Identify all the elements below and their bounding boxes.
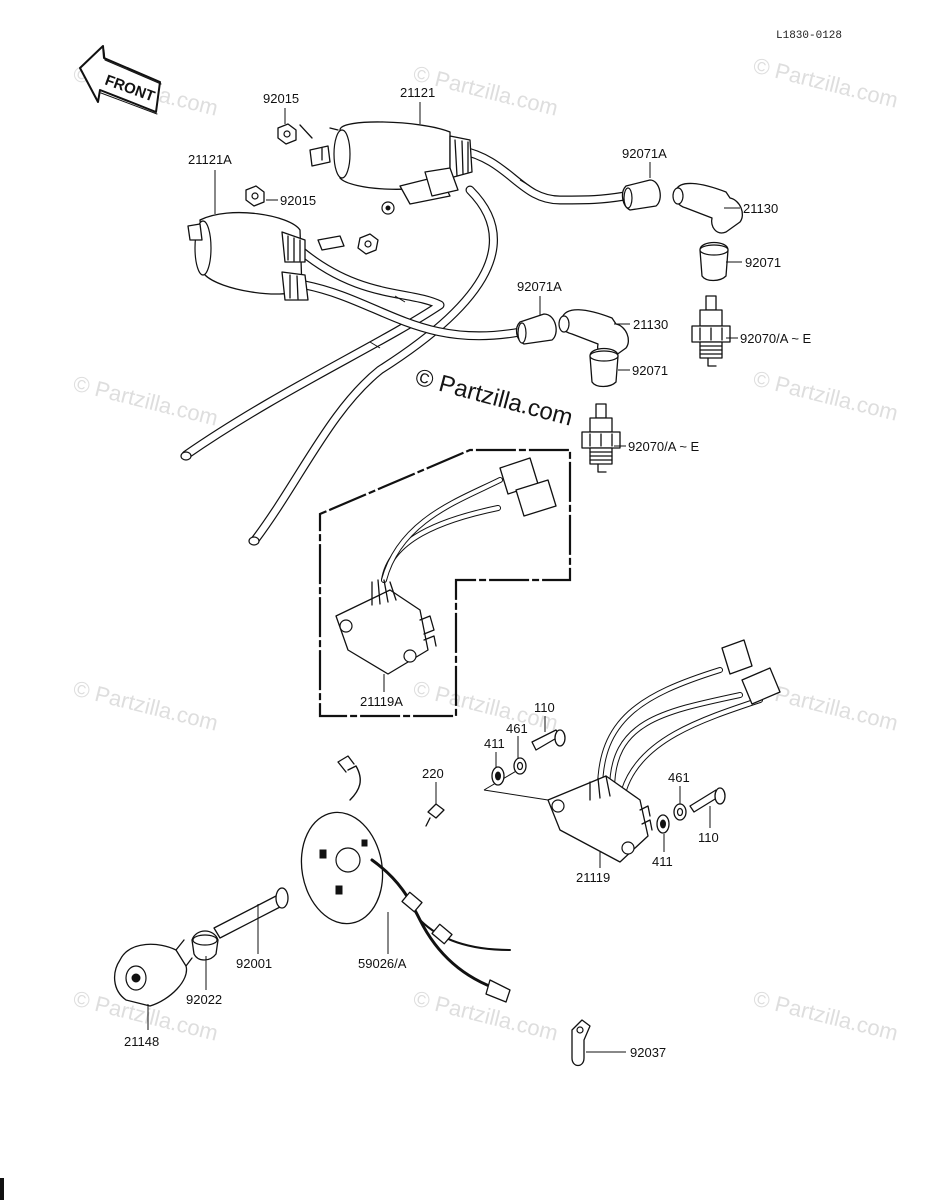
nut-92015-top xyxy=(277,123,297,145)
bolt-110-b xyxy=(689,787,726,813)
washer-461-b xyxy=(673,803,687,821)
watermark-tile: © Partzilla.com xyxy=(751,986,901,1046)
part-label-21119: 21119 xyxy=(576,870,610,885)
part-label-92001: 92001 xyxy=(236,956,272,971)
part-label-21121A: 21121A xyxy=(188,152,232,167)
high-tension-cables xyxy=(180,145,630,546)
part-label-92071: 92071 xyxy=(632,363,668,378)
pickup-plate-59026 xyxy=(300,755,511,1003)
leader-lines xyxy=(147,102,742,1053)
part-label-92015: 92015 xyxy=(280,193,316,208)
watermark-tile: © Partzilla.com xyxy=(751,53,901,113)
part-label-59026-A: 59026/A xyxy=(358,956,407,971)
edge-mark xyxy=(0,1178,4,1200)
part-label-21130: 21130 xyxy=(633,317,668,332)
spark-plug-top xyxy=(691,295,731,367)
nut-92015-mid xyxy=(245,185,265,207)
part-label-92071: 92071 xyxy=(745,255,781,270)
front-arrow-icon: FRONT xyxy=(79,45,162,115)
bolt-92001 xyxy=(213,887,289,939)
part-label-92022: 92022 xyxy=(186,992,222,1007)
part-label-92071A: 92071A xyxy=(517,279,562,294)
spark-plug-mid xyxy=(581,403,621,473)
part-label-92071A: 92071A xyxy=(622,146,667,161)
clamp-92037 xyxy=(571,1019,591,1067)
washer-411-a xyxy=(491,766,505,786)
part-label-110: 110 xyxy=(698,830,719,845)
watermark-tile: © Partzilla.com xyxy=(751,366,901,426)
part-labels: 92015 21121 21121A 92015 92071A 21130 92… xyxy=(124,85,812,1060)
part-label-92070: 92070/A ~ E xyxy=(628,439,700,454)
watermark-tile: © Partzilla.com xyxy=(71,371,221,431)
part-label-92070: 92070/A ~ E xyxy=(740,331,812,346)
part-label-21130: 21130 xyxy=(743,201,778,216)
cover-92071-mid xyxy=(589,347,619,388)
drawing-code: L1830-0128 xyxy=(776,30,842,42)
ic-igniter-21119 xyxy=(483,639,781,863)
part-label-411: 411 xyxy=(652,854,673,869)
plug-cap-21130-top xyxy=(672,182,744,234)
part-label-461: 461 xyxy=(668,770,690,785)
washer-461-a xyxy=(513,757,527,775)
watermark-tile: © Partzilla.com xyxy=(71,676,221,736)
part-label-461: 461 xyxy=(506,721,528,736)
cover-92071-top xyxy=(699,241,729,282)
ignition-coil-lower xyxy=(187,211,379,301)
part-label-21119A: 21119A xyxy=(360,694,403,709)
plug-cap-21130-mid xyxy=(558,309,630,360)
bolt-110-a xyxy=(531,729,566,751)
plug-cap-92071A-mid xyxy=(515,313,557,345)
rotor-21148 xyxy=(114,939,193,1007)
collar-92022 xyxy=(191,930,219,961)
part-label-220: 220 xyxy=(422,766,444,781)
screw-220 xyxy=(425,803,445,827)
part-label-21148: 21148 xyxy=(124,1034,159,1049)
plug-cap-92071A-top xyxy=(621,179,661,211)
washer-411-b xyxy=(656,814,670,834)
part-label-110: 110 xyxy=(534,700,555,715)
ic-igniter-21119A xyxy=(335,457,557,675)
ignition-coil-top xyxy=(299,121,473,215)
part-label-411: 411 xyxy=(484,736,505,751)
watermark-tile: © Partzilla.com xyxy=(411,986,561,1046)
part-label-92037: 92037 xyxy=(630,1045,666,1060)
alternate-part-frame xyxy=(318,448,572,718)
watermark-center: © Partzilla.com xyxy=(412,364,575,432)
part-label-92015: 92015 xyxy=(263,91,299,106)
part-label-21121: 21121 xyxy=(400,85,435,100)
